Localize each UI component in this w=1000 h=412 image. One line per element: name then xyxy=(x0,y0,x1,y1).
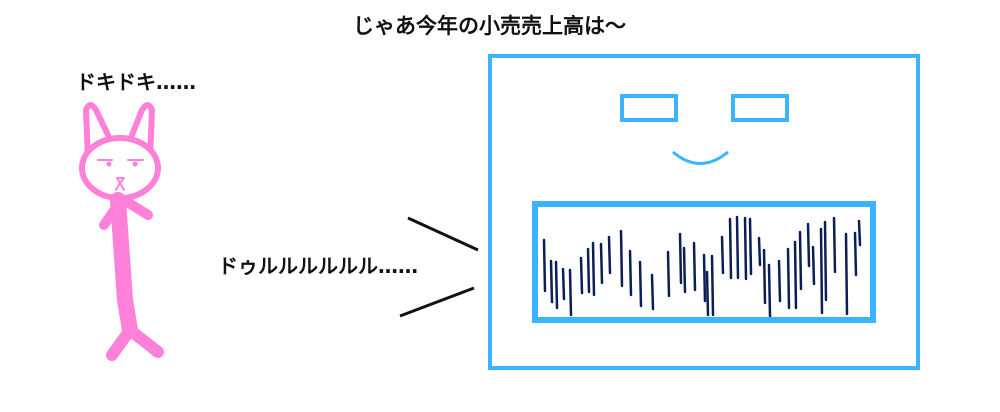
drumroll-stroke xyxy=(798,230,803,291)
drumroll-sound-effect: ドゥルルルルルル…… xyxy=(218,254,418,278)
drumroll-stroke xyxy=(591,241,596,297)
drumroll-stroke xyxy=(777,259,782,303)
drumroll-stroke xyxy=(650,273,655,311)
drumroll-stroke xyxy=(853,231,858,277)
cat-character-icon xyxy=(79,102,164,361)
drumroll-stroke xyxy=(811,245,816,286)
drumroll-stroke xyxy=(599,242,604,285)
drumroll-stroke xyxy=(844,232,849,316)
drumroll-stroke xyxy=(586,247,591,294)
drumroll-stroke xyxy=(762,248,767,305)
drumroll-stroke xyxy=(806,222,811,268)
drumroll-stroke xyxy=(682,246,687,294)
drumroll-stroke xyxy=(832,216,837,274)
drumroll-stroke xyxy=(767,263,772,318)
drumroll-stroke xyxy=(748,217,753,276)
drumroll-stroke xyxy=(728,217,733,280)
drumroll-stroke xyxy=(607,235,612,275)
drumroll-stroke xyxy=(735,215,740,280)
drumroll-lines xyxy=(542,215,862,318)
motion-lines xyxy=(399,216,479,318)
drumroll-stroke xyxy=(619,229,624,288)
drumroll-stroke xyxy=(720,235,725,275)
caption-text: じゃあ今年の小売売上高は〜 xyxy=(353,14,626,38)
drumroll-stroke xyxy=(549,259,554,304)
screen-face-icon xyxy=(488,54,920,370)
drumroll-stroke xyxy=(568,268,573,317)
drumroll-stroke xyxy=(823,220,828,302)
drumroll-stroke xyxy=(554,260,559,310)
drumroll-stroke xyxy=(786,247,791,310)
drumroll-stroke xyxy=(857,219,862,247)
drumroll-stroke xyxy=(638,260,643,308)
drumroll-stroke xyxy=(710,254,715,317)
drumroll-stroke xyxy=(678,232,683,285)
drumroll-stroke xyxy=(757,236,762,267)
drumroll-stroke xyxy=(542,238,547,293)
drumroll-stroke xyxy=(705,270,710,317)
drumroll-stroke xyxy=(628,249,633,297)
drumroll-stroke xyxy=(743,216,748,281)
drumroll-stroke xyxy=(561,267,566,301)
drumroll-stroke xyxy=(819,227,824,315)
drumroll-stroke xyxy=(579,256,584,295)
character-speech: ドキドキ…… xyxy=(76,70,196,94)
drumroll-stroke xyxy=(702,253,707,303)
drumroll-stroke xyxy=(692,241,697,292)
drumroll-stroke xyxy=(793,240,798,310)
drumroll-stroke xyxy=(666,250,671,298)
